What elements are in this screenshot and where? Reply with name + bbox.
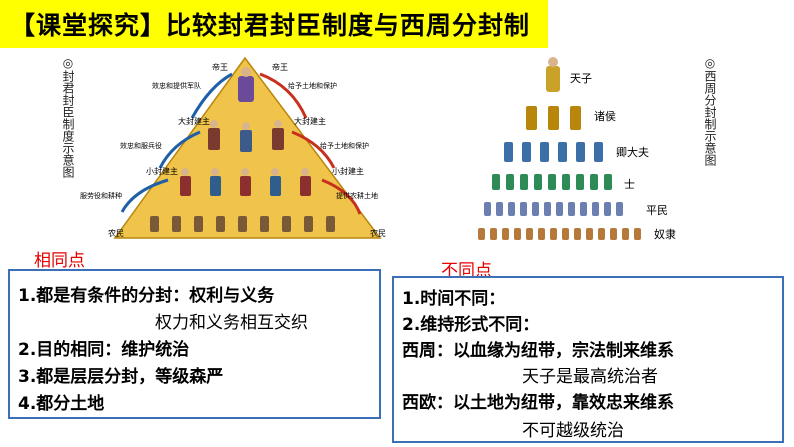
same-point-2: 2.目的相同：维护统治 xyxy=(18,340,190,360)
king-figure xyxy=(238,67,254,102)
grant-label-top: 给予土地和保护 xyxy=(288,81,337,90)
level-lesser-lord-right: 小封建主 xyxy=(332,166,364,176)
similarities-box: 1.都是有条件的分封：权利与义务 权力和义务相互交织 2.目的相同：维护统治 3… xyxy=(8,269,381,419)
similarities-label: 相同点 xyxy=(34,251,85,271)
peasants-figures xyxy=(150,216,335,232)
differences-box: 1.时间不同： 2.维持形式不同： 西周：以血缘为纽带，宗法制来维系 天子是最高… xyxy=(392,276,784,443)
same-point-4: 4.都分土地 xyxy=(18,394,105,414)
title-bracket: 【课堂探究】 xyxy=(10,11,167,40)
level-zhuhou: 诸侯 xyxy=(594,109,616,123)
left-arrow-upper xyxy=(190,72,233,119)
level-king-right: 帝王 xyxy=(272,62,288,72)
feudal-pyramid-diagram: 帝王 帝王 大封建主 大封建主 小封建主 小封建主 农民 农民 效忠和提供军队 … xyxy=(80,56,386,239)
level-shi: 士 xyxy=(624,178,635,191)
diff-europe-detail: 不可越级统治 xyxy=(522,421,624,441)
title-text: 比较封君封臣制度与西周分封制 xyxy=(166,11,531,40)
qingdafu-figures xyxy=(504,142,603,162)
zhuhou-figures xyxy=(526,106,581,130)
duty-label-mid: 效忠和服兵役 xyxy=(120,141,162,150)
lesser-lords-figures xyxy=(180,168,311,196)
pingmin-figures xyxy=(484,202,623,216)
right-arrow-lower xyxy=(321,178,362,215)
diff-europe: 西欧：以土地为纽带，靠效忠来维系 xyxy=(402,393,674,413)
duty-label-top: 效忠和提供军队 xyxy=(152,81,201,90)
feudal-diagram-caption: ◎封君封臣制度示意图 xyxy=(61,56,75,178)
level-king-left: 帝王 xyxy=(212,62,228,72)
diff-point-1: 1.时间不同： xyxy=(402,289,506,309)
level-great-lord-right: 大封建主 xyxy=(294,116,326,126)
zhou-enfeoffment-diagram: 天子 诸侯 卿大夫 士 平民 奴隶 xyxy=(478,57,676,241)
left-arrow-middle xyxy=(158,130,201,169)
left-arrow-lower xyxy=(120,178,169,213)
level-peasant-right: 农民 xyxy=(370,228,386,238)
same-point-3: 3.都是层层分封，等级森严 xyxy=(18,367,224,387)
level-great-lord-left: 大封建主 xyxy=(178,116,210,126)
grant-label-mid: 给予土地和保护 xyxy=(320,141,369,150)
duty-label-low: 服劳役和耕种 xyxy=(80,191,122,200)
same-point-1: 1.都是有条件的分封：权利与义务 xyxy=(18,286,275,306)
zhou-diagram-caption: ◎西周分封制示意图 xyxy=(703,56,717,166)
diff-zhou: 西周：以血缘为纽带，宗法制来维系 xyxy=(402,341,674,361)
nuli-figures xyxy=(478,228,641,240)
lesson-title-banner: 【课堂探究】 比较封君封臣制度与西周分封制 xyxy=(0,0,548,48)
right-arrow-middle xyxy=(291,130,336,169)
tianzi-figure xyxy=(546,57,560,92)
level-tianzi: 天子 xyxy=(570,72,592,85)
level-pingmin: 平民 xyxy=(646,204,668,217)
level-peasant-left: 农民 xyxy=(108,228,124,238)
great-lords-figures xyxy=(208,120,284,152)
shi-figures xyxy=(492,174,612,190)
level-lesser-lord-left: 小封建主 xyxy=(146,166,178,176)
grant-label-low: 提供农耕土地 xyxy=(336,191,378,200)
diff-point-2: 2.维持形式不同： xyxy=(402,315,540,335)
same-point-1-detail: 权力和义务相互交织 xyxy=(155,313,308,333)
right-arrow-upper xyxy=(259,72,308,119)
diff-zhou-detail: 天子是最高统治者 xyxy=(522,367,658,387)
level-qingdafu: 卿大夫 xyxy=(616,145,649,159)
level-nuli: 奴隶 xyxy=(654,227,676,241)
